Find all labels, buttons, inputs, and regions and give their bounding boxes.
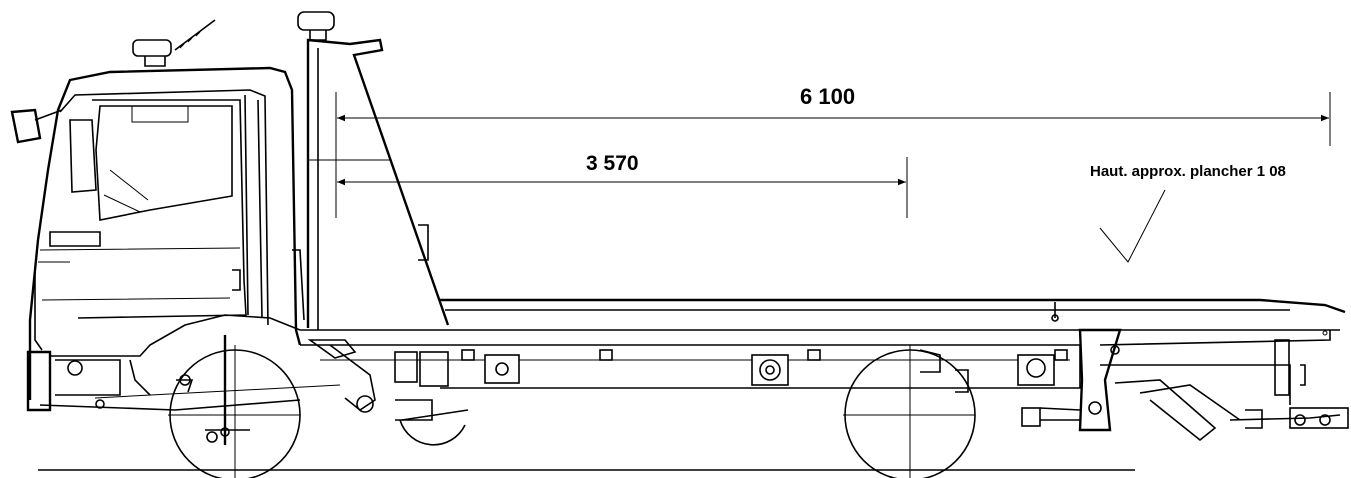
deck-height-leader	[1099, 189, 1166, 263]
inner-length-label: 3 570	[586, 152, 639, 175]
underlift	[1021, 328, 1349, 442]
truck-cab	[10, 11, 341, 412]
wheels	[95, 335, 976, 478]
flatbed-deck	[300, 298, 1346, 346]
headboard	[292, 38, 450, 330]
dimension-lines	[335, 92, 1331, 263]
deck-height-note: Haut. approx. plancher 1 08	[1090, 163, 1286, 180]
overall-length-label: 6 100	[800, 84, 856, 109]
chassis	[300, 339, 1081, 421]
